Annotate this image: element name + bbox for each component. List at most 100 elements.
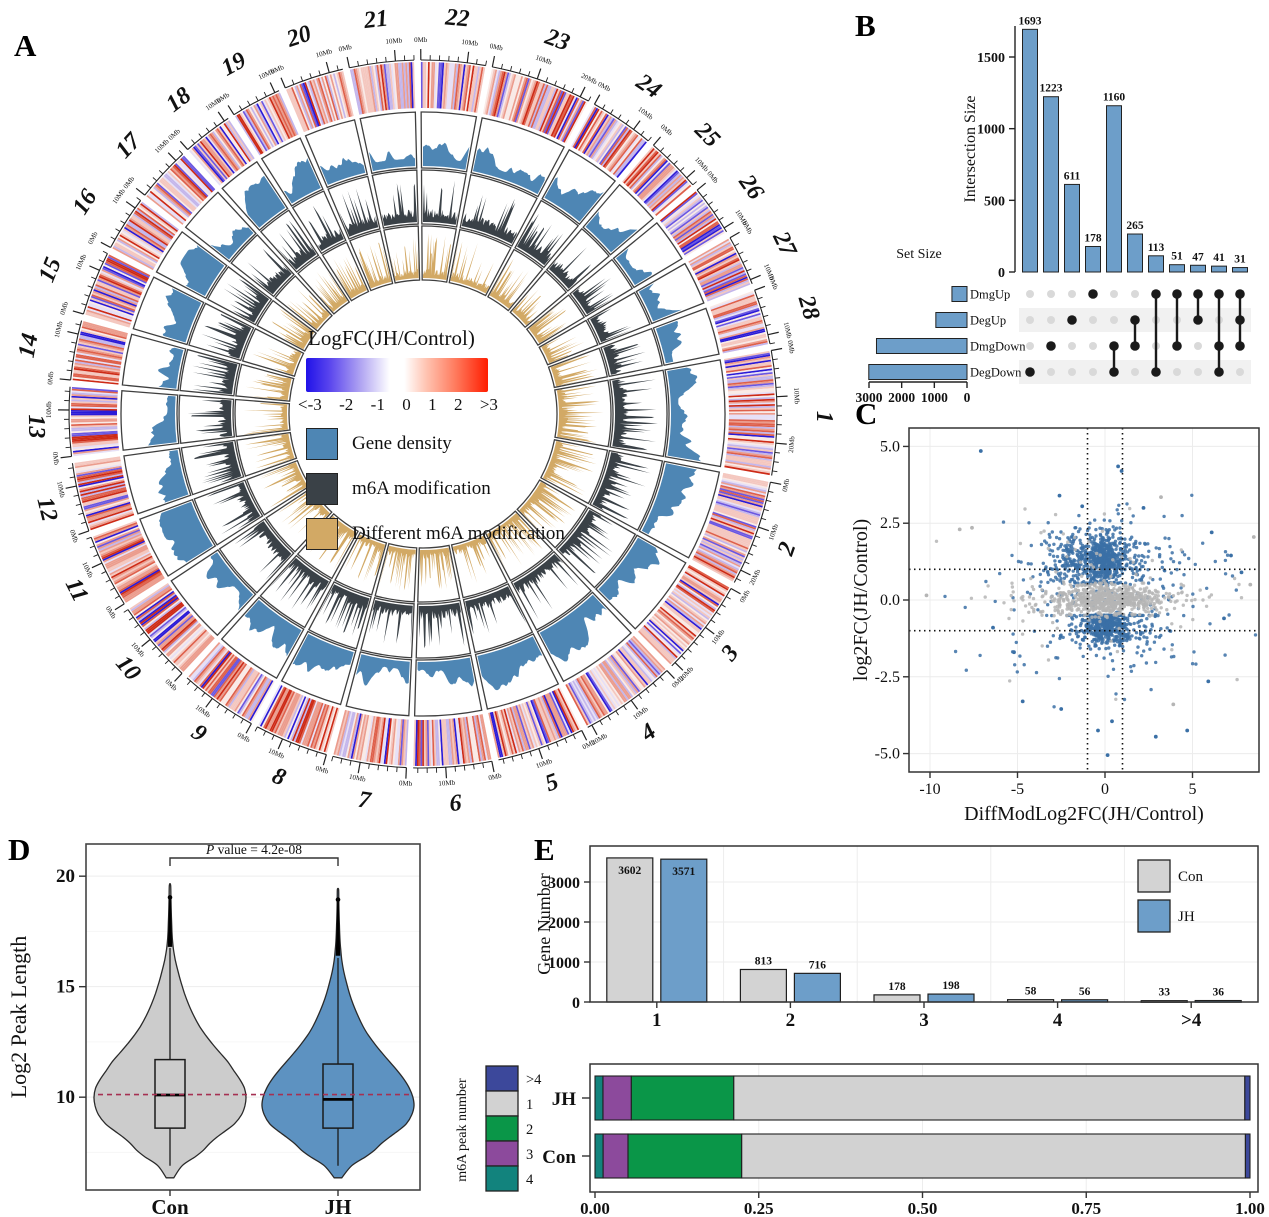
svg-text:198: 198 xyxy=(942,980,960,992)
svg-text:2: 2 xyxy=(526,1122,533,1138)
svg-text:0Mb: 0Mb xyxy=(786,340,796,355)
svg-text:22: 22 xyxy=(443,4,470,32)
logfc-gradient-bar xyxy=(306,358,488,392)
diff-m6a-modification-swatch xyxy=(306,518,338,550)
svg-text:1: 1 xyxy=(811,411,837,423)
svg-text:1: 1 xyxy=(652,1010,662,1031)
legend-item-gene-density: Gene density xyxy=(306,428,534,460)
svg-text:9: 9 xyxy=(186,719,211,747)
svg-text:28: 28 xyxy=(792,292,824,323)
gradient-tick: >3 xyxy=(479,395,498,414)
svg-text:-5.0: -5.0 xyxy=(875,746,900,763)
svg-text:24: 24 xyxy=(631,68,666,104)
svg-text:0: 0 xyxy=(572,995,580,1012)
svg-text:21: 21 xyxy=(362,5,390,34)
panel-label-a: A xyxy=(14,28,37,63)
svg-text:JH: JH xyxy=(552,1089,577,1110)
svg-text:m6A peak number: m6A peak number xyxy=(455,1078,470,1182)
svg-text:23: 23 xyxy=(541,24,573,57)
m6a-modification-swatch xyxy=(306,473,338,505)
svg-text:>4: >4 xyxy=(526,1072,542,1088)
svg-text:20: 20 xyxy=(283,21,315,53)
svg-text:0.50: 0.50 xyxy=(908,1199,938,1217)
svg-text:716: 716 xyxy=(809,959,827,971)
svg-text:2: 2 xyxy=(786,1010,796,1031)
svg-text:0Mb: 0Mb xyxy=(399,779,413,788)
svg-text:11: 11 xyxy=(60,574,93,606)
svg-text:10Mb: 10Mb xyxy=(461,38,479,48)
svg-text:0.00: 0.00 xyxy=(580,1199,610,1217)
svg-text:10Mb: 10Mb xyxy=(693,156,710,174)
svg-text:20: 20 xyxy=(56,866,75,887)
svg-text:51: 51 xyxy=(1171,251,1183,263)
svg-text:33: 33 xyxy=(1158,987,1170,999)
svg-text:0Mb: 0Mb xyxy=(738,588,752,604)
svg-text:4: 4 xyxy=(1053,1010,1063,1031)
svg-text:0Mb: 0Mb xyxy=(68,529,80,545)
svg-text:log2FC(JH/Control): log2FC(JH/Control) xyxy=(850,519,872,681)
svg-text:3: 3 xyxy=(919,1010,929,1031)
gradient-tick: 0 xyxy=(402,395,411,414)
svg-text:500: 500 xyxy=(984,194,1005,209)
svg-text:0Mb: 0Mb xyxy=(338,43,353,54)
svg-text:0Mb: 0Mb xyxy=(659,123,675,138)
svg-text:36: 36 xyxy=(1212,987,1224,999)
panel-label-c: C xyxy=(855,396,878,431)
svg-text:41: 41 xyxy=(1213,252,1225,264)
gradient-tick: -2 xyxy=(339,395,354,414)
svg-text:10Mb: 10Mb xyxy=(53,320,65,339)
svg-text:DiffModLog2FC(JH/Control): DiffModLog2FC(JH/Control) xyxy=(964,803,1204,825)
svg-text:3: 3 xyxy=(526,1147,533,1163)
svg-text:0Mb: 0Mb xyxy=(46,371,55,385)
m6a-modification-label: m6A modification xyxy=(352,478,491,499)
svg-text:10Mb: 10Mb xyxy=(74,253,88,272)
svg-text:26: 26 xyxy=(733,169,769,204)
svg-text:0Mb: 0Mb xyxy=(705,170,720,186)
gradient-tick: <-3 xyxy=(298,395,322,414)
svg-text:Con: Con xyxy=(1178,869,1204,885)
svg-text:0Mb: 0Mb xyxy=(596,80,612,94)
svg-text:58: 58 xyxy=(1025,986,1037,998)
svg-text:1000: 1000 xyxy=(977,123,1005,138)
svg-text:0.25: 0.25 xyxy=(744,1199,774,1217)
svg-text:113: 113 xyxy=(1148,242,1165,254)
svg-text:Con: Con xyxy=(151,1195,189,1217)
svg-text:15: 15 xyxy=(56,977,75,998)
svg-text:19: 19 xyxy=(217,47,250,81)
svg-text:0Mb: 0Mb xyxy=(767,276,779,292)
svg-text:1500: 1500 xyxy=(977,51,1005,66)
svg-text:0: 0 xyxy=(964,390,971,405)
svg-text:10: 10 xyxy=(56,1087,75,1108)
svg-text:10Mb: 10Mb xyxy=(438,779,456,788)
svg-text:14: 14 xyxy=(14,331,44,359)
svg-text:13: 13 xyxy=(23,414,50,439)
svg-text:1.00: 1.00 xyxy=(1235,1199,1265,1217)
svg-text:2000: 2000 xyxy=(548,915,580,932)
svg-text:1160: 1160 xyxy=(1103,92,1126,104)
svg-text:20Mb: 20Mb xyxy=(787,435,796,453)
svg-text:3000: 3000 xyxy=(856,390,883,405)
svg-text:1000: 1000 xyxy=(548,955,580,972)
svg-text:-5: -5 xyxy=(1011,781,1024,798)
svg-text:-2.5: -2.5 xyxy=(875,669,900,686)
svg-text:0Mb: 0Mb xyxy=(315,764,330,775)
svg-text:25: 25 xyxy=(689,117,725,153)
svg-text:10Mb: 10Mb xyxy=(194,703,213,720)
svg-text:1000: 1000 xyxy=(921,390,948,405)
svg-text:47: 47 xyxy=(1192,251,1204,263)
panel-label-b: B xyxy=(855,8,876,43)
svg-text:17: 17 xyxy=(111,128,147,164)
svg-text:DmgUp: DmgUp xyxy=(970,288,1010,302)
gene-density-swatch xyxy=(306,428,338,460)
svg-text:JH: JH xyxy=(325,1195,352,1217)
svg-text:10Mb: 10Mb xyxy=(55,480,66,498)
svg-text:10Mb: 10Mb xyxy=(534,54,553,67)
svg-text:0Mb: 0Mb xyxy=(59,300,71,315)
svg-text:DegDown: DegDown xyxy=(970,366,1022,380)
